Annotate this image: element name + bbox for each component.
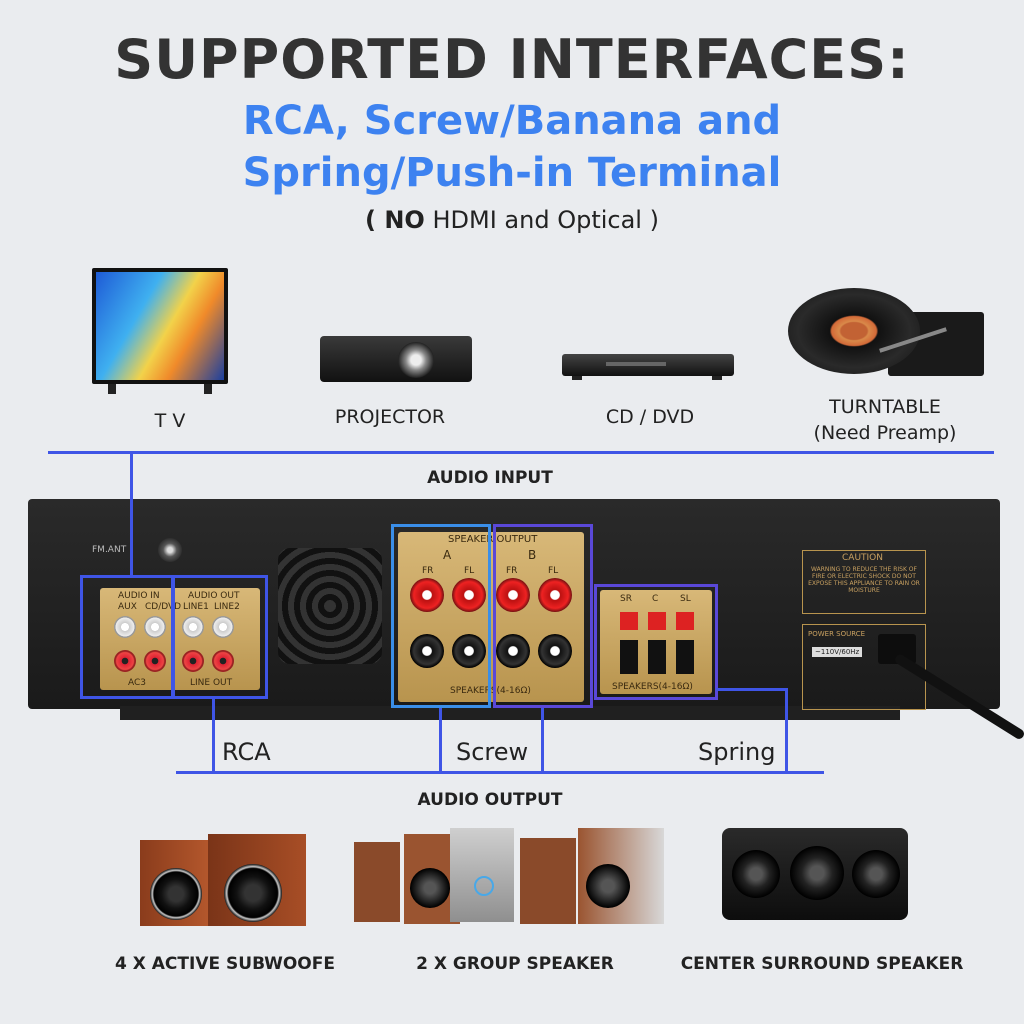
spring-label: Spring bbox=[698, 738, 776, 766]
rca-jack-aux-l[interactable] bbox=[114, 616, 136, 638]
rca-label: RCA bbox=[222, 738, 271, 766]
note-open: ( bbox=[365, 206, 385, 234]
spring-clip-sr-neg[interactable] bbox=[620, 640, 638, 674]
spring-highlight bbox=[594, 584, 718, 700]
note-no: NO bbox=[384, 206, 425, 234]
sl-label: SL bbox=[680, 594, 691, 604]
spring-drop-line-v bbox=[785, 688, 788, 773]
spring-clip-sl-pos[interactable] bbox=[676, 612, 694, 630]
c-label: C bbox=[652, 594, 659, 604]
line2-label: LINE2 bbox=[214, 602, 240, 612]
rca-jack-line1-l[interactable] bbox=[182, 616, 204, 638]
tv-to-rca-line bbox=[130, 452, 133, 576]
subwoofer-label: 4 X ACTIVE SUBWOOFE bbox=[115, 954, 335, 974]
aux-label: AUX bbox=[118, 602, 137, 612]
projector-image bbox=[320, 330, 472, 382]
projector-label: PROJECTOR bbox=[334, 406, 446, 428]
binding-post-b-fr-neg[interactable] bbox=[496, 634, 530, 668]
caution-label: CAUTION bbox=[842, 553, 883, 563]
rca-input-highlight bbox=[80, 575, 174, 699]
a-fr-label: FR bbox=[422, 566, 434, 576]
screw-b-drop-line bbox=[541, 708, 544, 773]
binding-post-b-fl-pos[interactable] bbox=[538, 578, 572, 612]
binding-post-a-fl-neg[interactable] bbox=[452, 634, 486, 668]
cd-dvd-panel-label: CD/DVD bbox=[145, 602, 182, 612]
group-speaker-label: 2 X GROUP SPEAKER bbox=[416, 954, 614, 974]
turntable-image bbox=[788, 282, 988, 380]
rca-jack-line2-r[interactable] bbox=[212, 650, 234, 672]
binding-post-a-fl-pos[interactable] bbox=[452, 578, 486, 612]
spring-clip-sl-neg[interactable] bbox=[676, 640, 694, 674]
binding-post-b-fr-pos[interactable] bbox=[496, 578, 530, 612]
spring-speakers-ohm-label: SPEAKERS(4-16Ω) bbox=[612, 682, 693, 692]
power-panel bbox=[802, 624, 926, 710]
power-source-label: POWER SOURCE bbox=[808, 630, 866, 638]
fm-antenna-jack[interactable] bbox=[158, 538, 182, 562]
rca-panel bbox=[100, 588, 260, 690]
fm-ant-label: FM.ANT bbox=[92, 545, 127, 555]
tv-label: T V bbox=[154, 410, 186, 432]
sr-label: SR bbox=[620, 594, 632, 604]
voltage-label: ~110V/60Hz bbox=[812, 647, 863, 657]
rca-output-highlight bbox=[172, 575, 268, 699]
amplifier-feet bbox=[120, 706, 900, 720]
subwoofer-pair-image bbox=[140, 834, 308, 930]
dvd-player-image bbox=[562, 354, 734, 380]
subtitle-line-2: Spring/Push-in Terminal bbox=[242, 150, 782, 196]
cooling-fan bbox=[278, 548, 382, 664]
rca-jack-cd-r[interactable] bbox=[144, 650, 166, 672]
binding-post-a-fr-neg[interactable] bbox=[410, 634, 444, 668]
binding-post-b-fl-neg[interactable] bbox=[538, 634, 572, 668]
spring-drop-line-h bbox=[716, 688, 786, 691]
ac3-label: AC3 bbox=[128, 678, 147, 688]
binding-post-a-fr-pos[interactable] bbox=[410, 578, 444, 612]
tv-image bbox=[90, 268, 230, 394]
screw-a-drop-line bbox=[439, 708, 442, 773]
audio-output-label: AUDIO OUTPUT bbox=[417, 790, 563, 810]
audio-out-label: AUDIO OUT bbox=[188, 591, 240, 601]
line-out-label: LINE OUT bbox=[190, 678, 233, 688]
center-surround-label: CENTER SURROUND SPEAKER bbox=[680, 954, 964, 974]
center-speaker-image bbox=[722, 828, 908, 924]
screw-b-highlight bbox=[493, 524, 593, 708]
turntable-label: TURNTABLE bbox=[829, 396, 941, 418]
speaker-output-panel bbox=[398, 532, 584, 702]
audio-output-line bbox=[176, 771, 824, 774]
screw-a-highlight bbox=[391, 524, 491, 708]
rca-drop-line bbox=[212, 699, 215, 773]
screw-label: Screw bbox=[456, 738, 529, 766]
speaker-output-label: SPEAKER OUTPUT bbox=[448, 534, 538, 545]
caution-panel bbox=[802, 550, 926, 614]
audio-input-label: AUDIO INPUT bbox=[427, 468, 553, 488]
interface-note: ( NO HDMI and Optical ) bbox=[0, 206, 1024, 234]
zone-b-label: B bbox=[528, 548, 537, 562]
group-speaker-image bbox=[354, 828, 666, 928]
line1-label: LINE1 bbox=[183, 602, 209, 612]
rca-jack-line1-r[interactable] bbox=[182, 650, 204, 672]
rca-jack-aux-r[interactable] bbox=[114, 650, 136, 672]
audio-in-label: AUDIO IN bbox=[118, 591, 160, 601]
spring-clip-sr-pos[interactable] bbox=[620, 612, 638, 630]
caution-text: WARNING TO REDUCE THE RISK OF FIRE OR EL… bbox=[808, 566, 920, 594]
zone-a-label: A bbox=[443, 548, 452, 562]
cd-dvd-label: CD / DVD bbox=[605, 406, 695, 428]
turntable-note: (Need Preamp) bbox=[813, 422, 957, 444]
note-rest: HDMI and Optical ) bbox=[424, 206, 659, 234]
subtitle-line-1: RCA, Screw/Banana and bbox=[242, 98, 782, 144]
rca-jack-line2-l[interactable] bbox=[212, 616, 234, 638]
rca-jack-cd-l[interactable] bbox=[144, 616, 166, 638]
spring-clip-c-neg[interactable] bbox=[648, 640, 666, 674]
audio-input-line bbox=[48, 451, 994, 454]
b-fr-label: FR bbox=[506, 566, 518, 576]
a-fl-label: FL bbox=[464, 566, 475, 576]
b-fl-label: FL bbox=[548, 566, 559, 576]
spring-clip-c-pos[interactable] bbox=[648, 612, 666, 630]
page-title: SUPPORTED INTERFACES: bbox=[114, 28, 910, 91]
